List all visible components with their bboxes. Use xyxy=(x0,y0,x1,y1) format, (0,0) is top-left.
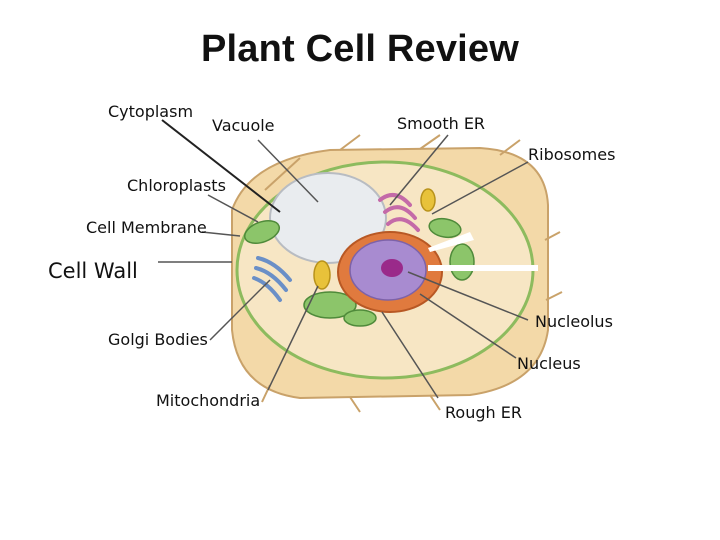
page-title: Plant Cell Review xyxy=(200,28,520,70)
label-rough-er: Rough ER xyxy=(445,403,522,422)
label-chloroplasts: Chloroplasts xyxy=(127,176,226,195)
nucleus xyxy=(337,231,443,313)
label-golgi-bodies: Golgi Bodies xyxy=(108,330,208,349)
label-vacuole: Vacuole xyxy=(212,116,275,135)
label-nucleus: Nucleus xyxy=(517,354,581,373)
chloroplasts xyxy=(243,217,475,327)
label-nucleolus: Nucleolus xyxy=(535,312,613,331)
label-smooth-er: Smooth ER xyxy=(397,114,486,133)
leader-lines xyxy=(158,119,529,399)
golgi-bodies xyxy=(252,256,292,302)
nucleolus xyxy=(381,259,403,277)
label-cell-wall: Cell Wall xyxy=(48,259,138,283)
label-cytoplasm: Cytoplasm xyxy=(108,102,194,121)
mitochondria xyxy=(313,188,436,290)
label-ribosomes: Ribosomes xyxy=(528,145,616,164)
label-cell-membrane: Cell Membrane xyxy=(86,218,207,237)
smooth-er xyxy=(378,193,420,232)
label-mitochondria: Mitochondria xyxy=(156,391,261,410)
